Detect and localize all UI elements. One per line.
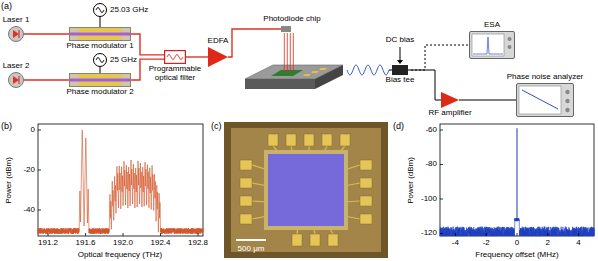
tick-label: -120	[421, 229, 437, 238]
spectrum-trace	[38, 130, 203, 234]
component-label: ESA	[484, 21, 500, 30]
bias-tee: Bias tee	[385, 65, 415, 85]
tick-label: 0	[515, 239, 519, 248]
bias-arrow	[397, 47, 403, 64]
fiber-amplifier: EDFA	[207, 37, 229, 67]
panel-label: (c)	[211, 122, 222, 132]
optical-fiber	[24, 33, 69, 34]
component-label: Photodiode chip	[263, 15, 320, 24]
tick-label: 191.2	[38, 239, 58, 248]
optical-spectrum	[38, 130, 203, 234]
tick-label: -20	[23, 166, 35, 175]
axis-title: Optical frequency (THz)	[78, 251, 162, 260]
laser-source-icon	[8, 26, 24, 42]
panel-label: (b)	[1, 122, 12, 132]
tick-label: 192.8	[188, 239, 208, 248]
component-label: Phase modulator 2	[66, 88, 133, 97]
bias-tee-icon	[389, 65, 411, 75]
phase-noise-analyzer: Phase noise analyzer	[506, 73, 584, 117]
optical-filter: Programmable optical filter	[146, 50, 205, 83]
signal-generator-icon	[93, 53, 107, 67]
panel-label: (d)	[393, 122, 404, 132]
phase-modulator: Phase modulator 1	[66, 27, 135, 51]
signal-generator: 25 GHz	[93, 53, 139, 67]
rf-amplifier-icon	[441, 92, 459, 108]
fiber-amplifier-icon	[208, 47, 228, 67]
tick-label: -4	[452, 239, 459, 248]
component-label: EDFA	[208, 37, 229, 46]
photodiode-chip-icon	[237, 25, 347, 99]
laser-source: Laser 2	[2, 62, 30, 88]
rf-cable	[100, 67, 101, 73]
plot-frame	[440, 124, 594, 236]
tick-label: 2	[546, 239, 550, 248]
optical-fiber	[228, 29, 237, 57]
phase-modulator-icon	[69, 27, 131, 41]
component-label: Bias tee	[386, 76, 415, 85]
signal-generator: 25.03 GHz	[93, 3, 150, 17]
tick-label: 4	[576, 239, 580, 248]
rf-cable	[411, 45, 469, 70]
spectrum-trace	[440, 128, 594, 236]
rf-amplifier: RF amplifier	[428, 92, 473, 118]
tick-label: 192.0	[113, 239, 133, 248]
component-label: 25 GHz	[110, 56, 137, 65]
rf-cable	[459, 100, 516, 101]
component-label: Phase noise analyzer	[507, 73, 584, 82]
rf-spectrum	[440, 128, 594, 236]
optical-filter-icon	[164, 50, 186, 64]
tick-label: -2	[483, 239, 490, 248]
axis-title: Frequency offset (MHz)	[475, 251, 558, 260]
spectrum-analyzer: ESA	[469, 21, 516, 59]
rf-cable	[100, 17, 101, 27]
plot-frame	[38, 124, 203, 236]
phase-modulator: Phase modulator 2	[66, 73, 135, 97]
rf-wave	[347, 65, 389, 75]
spectrum-analyzer-icon	[469, 31, 515, 59]
component-label: Laser 2	[3, 62, 30, 71]
phase-noise-analyzer-icon	[516, 83, 574, 117]
tick-label: -80	[425, 160, 437, 169]
optical-fiber	[186, 56, 208, 57]
bias-label: DC bias	[386, 36, 414, 45]
laser-source: Laser 1	[2, 16, 30, 42]
component-label: Laser 1	[3, 16, 30, 25]
tick-label: 192.4	[150, 239, 170, 248]
component-label: RF amplifier	[428, 109, 471, 118]
panel-label: (a)	[1, 2, 12, 12]
photodiode-chip: Photodiode chip	[237, 15, 348, 99]
tick-label: -100	[421, 195, 437, 204]
component-label: Programmable optical filter	[146, 65, 204, 83]
signal-generator-icon	[93, 3, 107, 17]
optical-fiber	[131, 34, 164, 55]
tick-label: -40	[23, 206, 35, 215]
axis-ticks	[38, 130, 579, 236]
laser-source-icon	[8, 72, 24, 88]
rf-cable	[411, 70, 441, 100]
phase-modulator-icon	[69, 73, 131, 87]
chip-photo	[224, 122, 388, 258]
scale-bar	[236, 239, 266, 241]
optical-fiber	[24, 79, 69, 80]
axis-title: Power (dBm)	[5, 157, 14, 204]
tick-label: -60	[425, 126, 437, 135]
axis-title: Power (dBm)	[407, 157, 416, 204]
scale-label: 500 μm	[238, 245, 265, 254]
tick-label: 191.6	[75, 239, 95, 248]
component-label: 25.03 GHz	[110, 6, 148, 15]
tick-label: 0	[31, 126, 35, 135]
component-label: Phase modulator 1	[66, 42, 133, 51]
